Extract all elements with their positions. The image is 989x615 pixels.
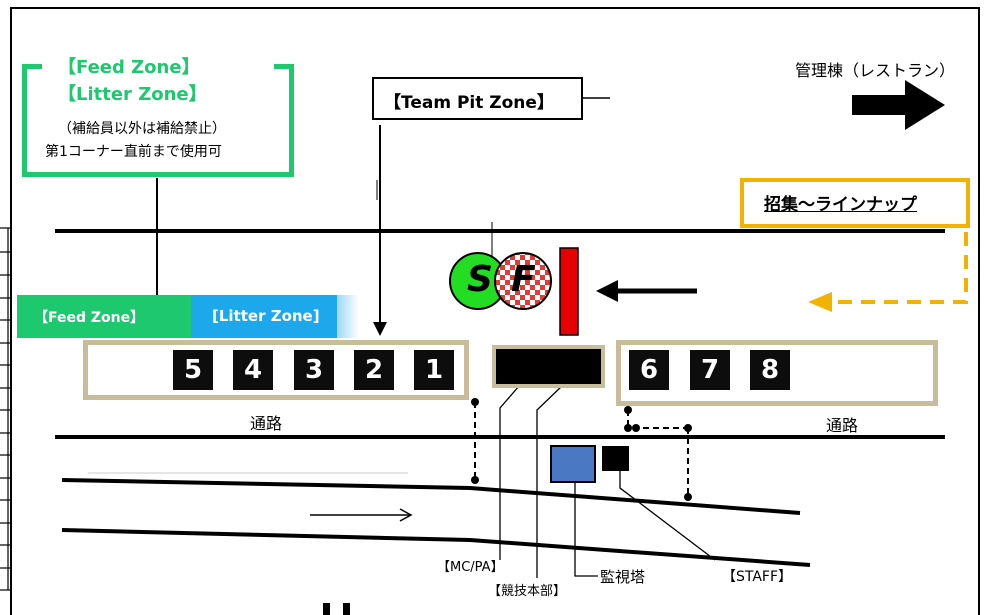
- start-finish-badges: [449, 252, 552, 310]
- pit-number-4: 4: [233, 350, 273, 390]
- litter-zone-bar: [191, 295, 337, 338]
- left-edge-table: [0, 227, 11, 591]
- track-line-upper: [61, 478, 801, 515]
- mcpa-label: 【MC/PA】: [437, 560, 504, 575]
- pit-box-right: [616, 340, 938, 406]
- litter-zone-title: 【Litter Zone】: [58, 84, 207, 105]
- tower-label: 監視塔: [600, 568, 646, 586]
- hq-label: 【競技本部】: [488, 584, 567, 599]
- pit-number-3: 3: [294, 350, 334, 390]
- finish-letter: F: [511, 259, 536, 300]
- staff-label: 【STAFF】: [722, 569, 793, 585]
- finish-circle: [494, 252, 552, 310]
- pit-number-2: 2: [354, 350, 394, 390]
- pit-number-7: 7: [690, 350, 730, 390]
- building-label: 管理棟（レストラン）: [795, 61, 956, 80]
- team-pit-label-box: [372, 77, 583, 120]
- pit-number-5: 5: [173, 350, 213, 390]
- staff-leader: [619, 471, 716, 561]
- lineup-label-box: [740, 178, 970, 228]
- feed-zone-bar-label: 【Feed Zone】: [34, 310, 145, 326]
- tower-leader: [574, 482, 598, 577]
- hq-leader: [536, 384, 564, 578]
- walkway-label-right: 通路: [826, 416, 859, 435]
- pit-box-left: [83, 340, 469, 400]
- feed-zone-title: 【Feed Zone】: [58, 57, 200, 78]
- feed-litter-panel: [22, 64, 294, 177]
- start-finish-bar: [559, 247, 579, 336]
- pit-number-1: 1: [414, 350, 454, 390]
- outer-frame: [10, 7, 980, 615]
- walkway-label-left: 通路: [250, 414, 283, 433]
- litter-zone-bar-label: [Litter Zone]: [212, 307, 320, 325]
- feed-note-line2: 第1コーナー直前まで使用可: [45, 144, 222, 160]
- track-line-lower: [61, 528, 811, 567]
- team-pit-label: 【Team Pit Zone】: [384, 93, 554, 113]
- pit-number-8: 8: [750, 350, 790, 390]
- monitor-tower-box: [550, 445, 596, 483]
- lineup-label: 招集～ラインナップ: [764, 195, 917, 215]
- pit-number-6: 6: [629, 350, 669, 390]
- lineup-route: [830, 232, 968, 304]
- staff-box: [602, 446, 629, 471]
- feed-note-line1: （補給員以外は補給禁止）: [58, 121, 226, 137]
- building-arrow: [852, 80, 945, 130]
- start-letter: S: [467, 259, 493, 300]
- mcpa-leader: [499, 384, 521, 560]
- control-building: [492, 345, 605, 388]
- feed-zone-bar: [17, 295, 191, 338]
